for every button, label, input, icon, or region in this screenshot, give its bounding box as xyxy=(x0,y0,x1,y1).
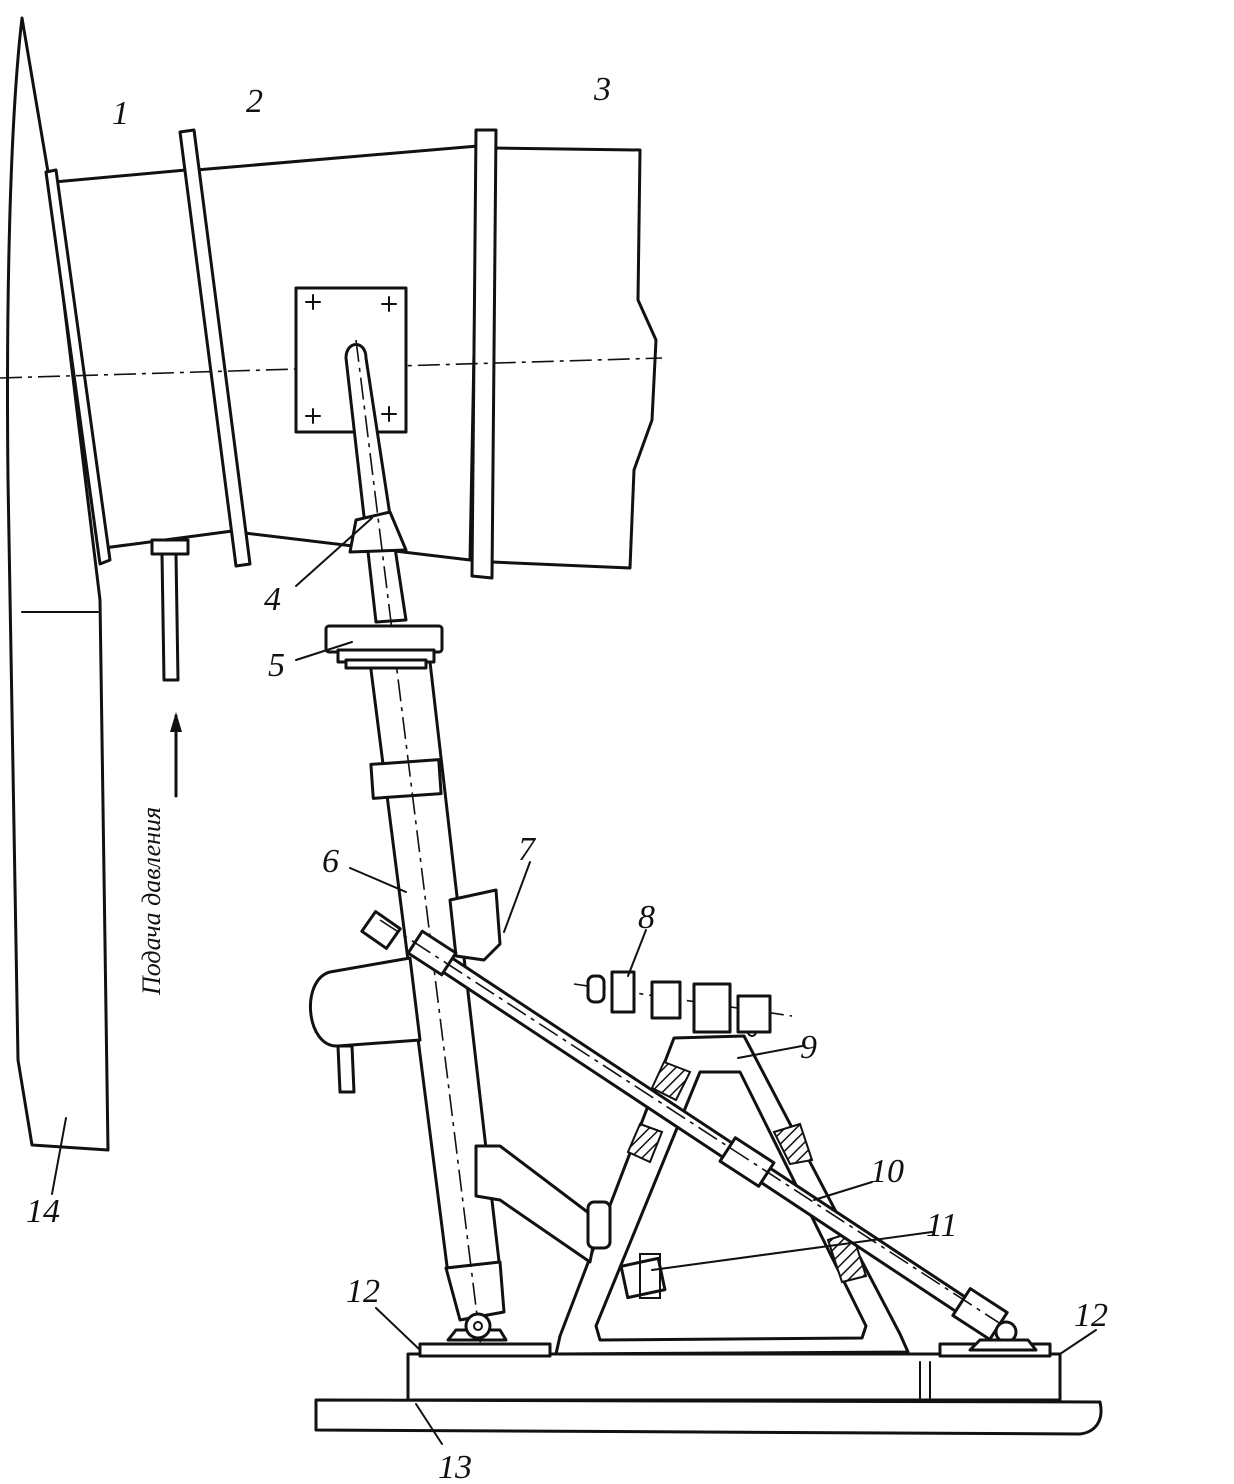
body-centerline xyxy=(0,357,663,379)
pressure-arrow xyxy=(170,712,182,798)
clamp-part-5 xyxy=(324,624,444,670)
label-5: 5 xyxy=(268,647,285,684)
clamp-part-11 xyxy=(619,1253,667,1300)
label-13: 13 xyxy=(438,1449,472,1484)
flange-ring-2 xyxy=(178,128,252,568)
flange-ring-1 xyxy=(44,168,112,566)
label-6: 6 xyxy=(322,843,339,880)
label-10: 10 xyxy=(870,1153,904,1190)
label-3: 3 xyxy=(593,71,611,108)
wall-part-14 xyxy=(6,16,110,1152)
diagonal-brace-part-10 xyxy=(360,910,1018,1344)
label-9: 9 xyxy=(800,1029,817,1066)
label-12-left: 12 xyxy=(346,1273,380,1310)
label-12-right: 12 xyxy=(1074,1297,1108,1334)
body-section-3 xyxy=(490,146,658,570)
pressure-feed-caption: Подача давления xyxy=(137,807,166,996)
label-4: 4 xyxy=(264,581,281,618)
pivot-part-12-left xyxy=(446,1312,508,1342)
label-1: 1 xyxy=(112,95,129,132)
side-cylinder xyxy=(309,956,422,1094)
label-7: 7 xyxy=(518,831,537,868)
link-arm xyxy=(474,1144,612,1264)
bracket-part-7 xyxy=(448,888,502,962)
label-8: 8 xyxy=(638,899,655,936)
label-14: 14 xyxy=(26,1193,60,1230)
adjusting-screw-part-8 xyxy=(573,970,793,1034)
label-11: 11 xyxy=(926,1207,957,1244)
leader-lines xyxy=(51,517,1097,1445)
pivot-part-12-right xyxy=(968,1338,1038,1352)
label-2: 2 xyxy=(246,83,263,120)
pressure-pipe xyxy=(150,538,190,682)
flange-ring-3 xyxy=(470,128,498,580)
base-part-13 xyxy=(314,1342,1103,1436)
